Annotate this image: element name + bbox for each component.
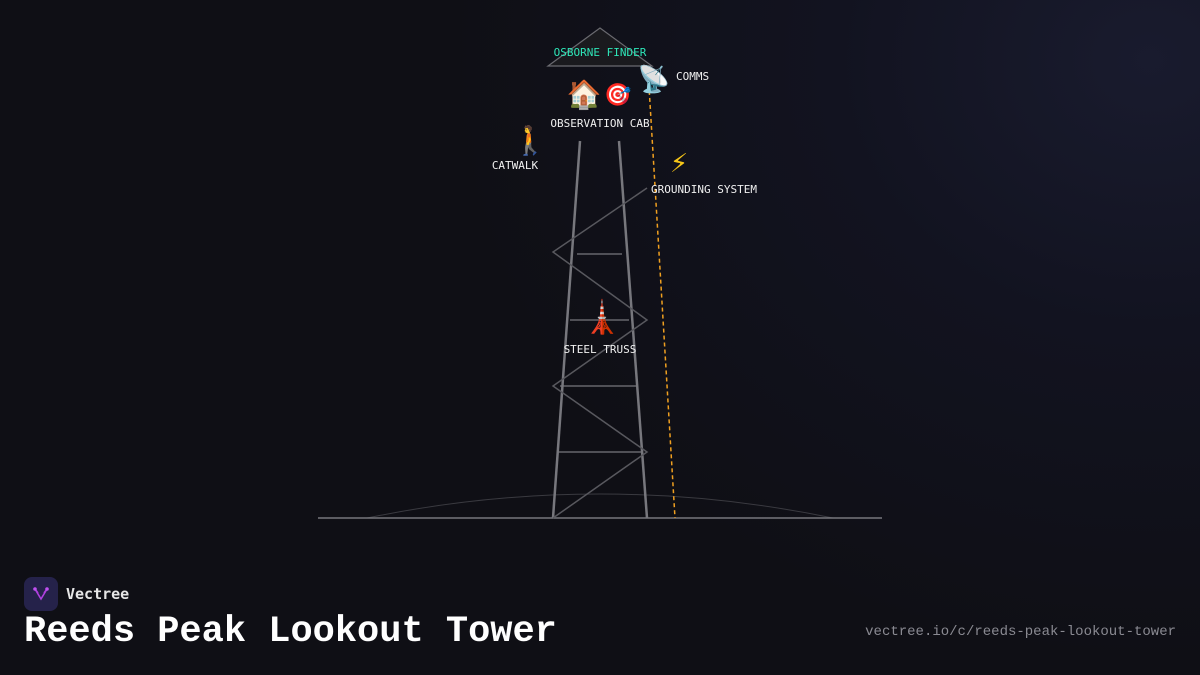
hill-arc: [366, 493, 834, 519]
vectree-logo-icon: [24, 577, 58, 611]
catwalk-label: CATWALK: [492, 159, 539, 172]
grounding-label: GROUNDING SYSTEM: [651, 183, 757, 196]
comms-label: COMMS: [676, 70, 709, 83]
roof: [546, 27, 654, 67]
cab-icon: 🏠: [567, 78, 602, 111]
satellite-dish-icon: 📡: [638, 62, 670, 95]
cab-label: OBSERVATION CAB: [550, 117, 650, 130]
lightning-icon: ⚡: [670, 149, 688, 179]
grounding-wire: [647, 69, 676, 519]
brand-name: Vectree: [66, 585, 130, 603]
page-title: Reeds Peak Lookout Tower: [24, 611, 557, 653]
target-icon: 🎯: [604, 82, 631, 108]
person-walking-icon: 🚶: [513, 124, 548, 157]
finder-label: OSBORNE FINDER: [554, 46, 647, 59]
steel-truss: [551, 140, 649, 519]
brand: Vectree: [24, 577, 129, 611]
page-url[interactable]: vectree.io/c/reeds-peak-lookout-tower: [865, 624, 1176, 640]
truss-label: STEEL TRUSS: [564, 343, 637, 356]
tower-icon: 🗼: [582, 298, 622, 336]
